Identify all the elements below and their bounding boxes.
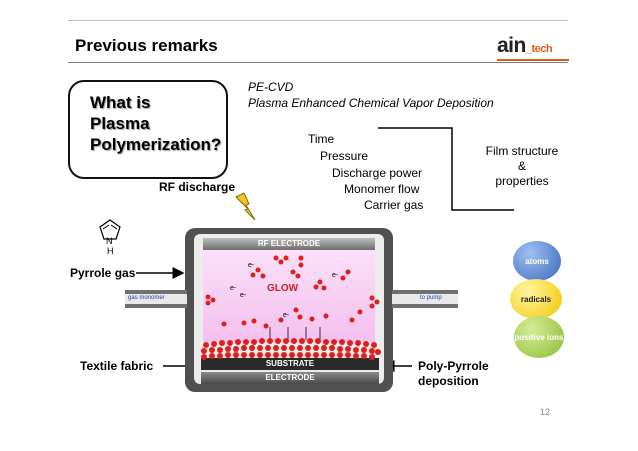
pecvd-full-name: Plasma Enhanced Chemical Vapor Depositio… [248, 96, 494, 110]
pyrrole-gas-label: Pyrrole gas [70, 266, 136, 280]
film-line-3: properties [495, 174, 549, 188]
monomer-particles [205, 255, 380, 329]
parameter-monomer-flow: Monomer flow [344, 182, 420, 196]
substrate-plate: SUBSTRATE [201, 358, 379, 370]
page-title: Previous remarks [75, 36, 218, 55]
question-box [68, 80, 228, 179]
pump-outlet-bore [392, 294, 458, 304]
film-line-2: & [517, 159, 526, 173]
electron-label-5: e- [283, 312, 290, 319]
glow-label: GLOW [267, 283, 299, 294]
logo-main: ain [497, 34, 526, 57]
glow-region [203, 250, 375, 342]
electron-label-2: e- [230, 285, 237, 292]
film-line-1: Film structure [485, 144, 559, 158]
textile-fabric-label: Textile fabric [80, 359, 154, 373]
film-structure-label: Film structure & properties [470, 144, 574, 189]
positive-ions-ball: positive ions [514, 316, 564, 358]
question-line-3: Polymerization? [90, 135, 222, 154]
lightning-bolt-icon [235, 192, 256, 221]
atoms-ball: atoms [513, 241, 561, 281]
poly-pyrrole-label-2: deposition [418, 374, 479, 388]
pecvd-acronym: PE-CVD [248, 80, 294, 94]
atoms-label: atoms [525, 256, 549, 266]
parameter-bracket-connector [378, 127, 514, 211]
question-line-1: What is [90, 93, 151, 112]
logo-underline [497, 59, 569, 61]
rf-electrode: RF ELECTRODE [203, 238, 375, 250]
ion-flow-arrows [269, 327, 321, 340]
electron-label-3: e- [240, 292, 247, 299]
ground-electrode: ELECTRODE [201, 372, 379, 384]
parameter-pressure: Pressure [320, 149, 369, 163]
logo-suffix: _tech [525, 43, 553, 55]
poly-pyrrole-label-1: Poly-Pyrrole [418, 359, 489, 373]
positive-ions-label: positive ions [514, 332, 564, 342]
rf-discharge-label: RF discharge [159, 180, 236, 194]
electron-label-4: e- [332, 272, 339, 279]
parameter-time: Time [308, 132, 335, 146]
molecule-h-label: H [107, 246, 114, 256]
to-pump-label: to pump [420, 295, 442, 301]
header-bottom-rule [68, 62, 568, 63]
deposited-film-particles [201, 338, 381, 360]
parameter-carrier-gas: Carrier gas [364, 198, 424, 212]
question-line-2: Plasma [90, 114, 150, 133]
radicals-ball: radicals [510, 279, 562, 319]
header-top-rule [68, 20, 568, 21]
electron-label-1: e- [248, 262, 255, 269]
radicals-label: radicals [520, 294, 552, 304]
molecule-n-label: N [106, 236, 113, 246]
pyrrole-molecule-icon [99, 219, 121, 240]
question-text: What is Plasma Polymerization? [90, 92, 221, 155]
parameter-discharge-power: Discharge power [332, 166, 423, 180]
page-number: 12 [540, 407, 551, 417]
gas-inlet-bore [125, 294, 187, 304]
gas-monomer-label: gas monomer [128, 295, 165, 301]
ain-tech-logo: ain_tech [497, 34, 569, 61]
